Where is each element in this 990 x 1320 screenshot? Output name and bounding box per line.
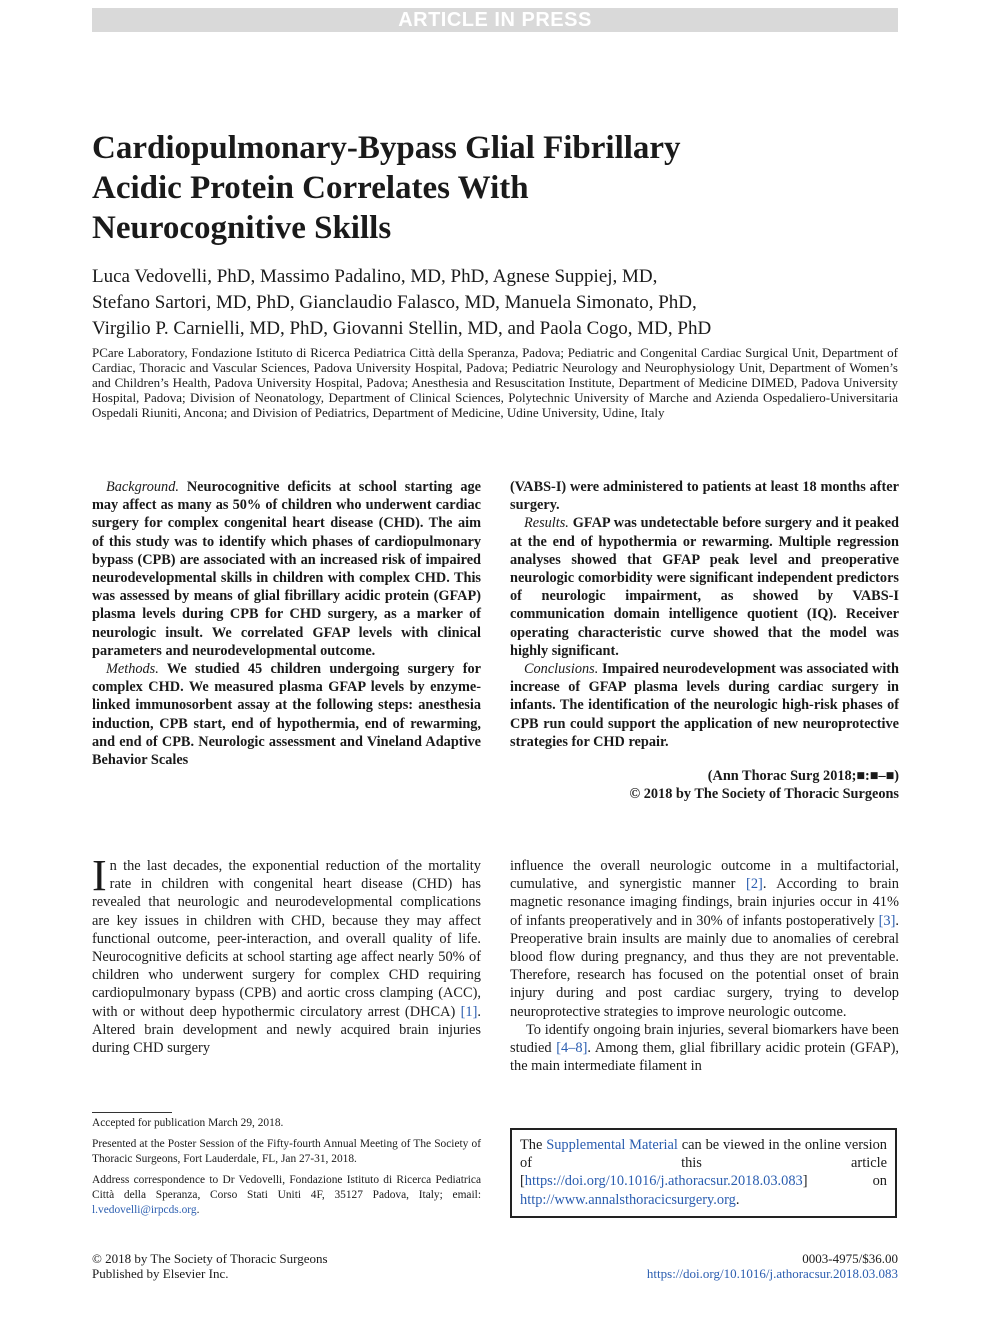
title-line: Acidic Protein Correlates With <box>92 170 529 206</box>
footer-right: 0003-4975/$36.00 https://doi.org/10.1016… <box>647 1251 898 1281</box>
reference-link-2[interactable]: [2] <box>746 876 763 893</box>
footnotes: Accepted for publication March 29, 2018.… <box>92 1116 481 1224</box>
abstract-copyright: © 2018 by The Society of Thoracic Surgeo… <box>629 786 900 803</box>
methods-text: We studied 45 children undergoing surger… <box>92 661 481 769</box>
journal-citation: (Ann Thorac Surg 2018;■:■–■) <box>707 768 899 785</box>
reference-link-1[interactable]: [1] <box>460 1003 478 1020</box>
title-line: Neurocognitive Skills <box>92 210 392 246</box>
body-paragraph: influence the overall neurologic outcome… <box>510 857 899 1021</box>
citation-block: (Ann Thorac Surg 2018;■:■–■) © 2018 by T… <box>510 767 900 803</box>
body-right-column: influence the overall neurologic outcome… <box>510 857 899 1075</box>
supplemental-material-link[interactable]: Supplemental Material <box>546 1137 678 1153</box>
abstract-conclusions: Conclusions. Impaired neurodevelopment w… <box>510 660 899 751</box>
doi-link[interactable]: https://doi.org/10.1016/j.athoracsur.201… <box>524 1173 803 1190</box>
reference-link-4-8[interactable]: [4–8] <box>556 1040 588 1057</box>
abstract-methods: Methods. We studied 45 children undergoi… <box>92 660 481 769</box>
supp-text: . <box>735 1191 740 1208</box>
correspondence-note: Address correspondence to Dr Vedovelli, … <box>92 1173 481 1218</box>
supp-text: The <box>520 1137 547 1153</box>
conclusions-text: Impaired neurodevelopment was associated… <box>510 661 899 750</box>
drop-cap: I <box>92 851 107 900</box>
results-text: GFAP was undetectable before surgery and… <box>510 515 899 659</box>
intro-text: n the last decades, the exponential redu… <box>92 858 481 1020</box>
title-line: Cardiopulmonary-Bypass Glial Fibrillary <box>92 130 681 166</box>
footer-doi-link[interactable]: https://doi.org/10.1016/j.athoracsur.201… <box>646 1266 898 1281</box>
conclusions-label: Conclusions. <box>524 661 599 678</box>
footer-publisher: Published by Elsevier Inc. <box>92 1266 229 1281</box>
abstract-left-column: Background. Neurocognitive deficits at s… <box>92 478 481 769</box>
body-text: To identify ongoing brain injuries, seve… <box>510 1021 899 1057</box>
body-text: . Preoperative brain insults are mainly … <box>510 912 899 1020</box>
background-label: Background. <box>106 479 179 495</box>
body-paragraph: To identify ongoing brain injuries, seve… <box>510 1021 899 1076</box>
body-text: . Among them, glial fibrillary acidic pr… <box>510 1040 899 1075</box>
reference-link-3[interactable]: [3] <box>878 912 896 929</box>
body-text: influence the overall neurologic outcome… <box>510 858 899 893</box>
article-in-press-banner: ARTICLE IN PRESS <box>92 8 898 32</box>
author-list: Luca Vedovelli, PhD, Massimo Padalino, M… <box>92 264 892 342</box>
footnote-divider <box>92 1112 172 1113</box>
supp-text: can be viewed in the online version of t… <box>520 1137 887 1190</box>
results-label: Results. <box>524 515 569 532</box>
intro-text-end: . Altered brain development and newly ac… <box>92 1003 481 1057</box>
methods-label: Methods. <box>106 661 159 678</box>
journal-website-link[interactable]: http://www.annalsthoracicsurgery.org <box>520 1191 736 1208</box>
affiliations: PCare Laboratory, Fondazione Istituto di… <box>92 345 898 420</box>
background-text: Neurocognitive deficits at school starti… <box>92 479 481 659</box>
abstract-methods-continued: (VABS-I) were administered to patients a… <box>510 479 899 514</box>
correspondence-address: Address correspondence to Dr Vedovelli, … <box>92 1174 481 1201</box>
presented-note: Presented at the Poster Session of the F… <box>92 1138 481 1165</box>
author-line: Luca Vedovelli, PhD, Massimo Padalino, M… <box>92 266 658 287</box>
footer-copyright: © 2018 by The Society of Thoracic Surgeo… <box>92 1251 328 1266</box>
article-title: Cardiopulmonary-Bypass Glial Fibrillary … <box>92 128 792 248</box>
footer-left: © 2018 by The Society of Thoracic Surgeo… <box>92 1251 328 1281</box>
abstract-results: Results. GFAP was undetectable before su… <box>510 514 899 660</box>
abstract-right-column: (VABS-I) were administered to patients a… <box>510 478 899 803</box>
accepted-note: Accepted for publication March 29, 2018. <box>92 1117 284 1129</box>
supp-text: ] on <box>802 1173 887 1190</box>
email-link[interactable]: l.vedovelli@irpcds.org <box>92 1204 197 1216</box>
author-line: Virgilio P. Carnielli, MD, PhD, Giovanni… <box>92 318 712 339</box>
body-text: . According to brain magnetic resonance … <box>510 876 899 929</box>
author-line: Stefano Sartori, MD, PhD, Gianclaudio Fa… <box>92 292 697 313</box>
supplemental-material-box: The Supplemental Material can be viewed … <box>510 1128 897 1218</box>
abstract-background: Background. Neurocognitive deficits at s… <box>92 478 481 660</box>
issn-price: 0003-4975/$36.00 <box>802 1251 898 1266</box>
correspondence-end: . <box>196 1204 200 1216</box>
